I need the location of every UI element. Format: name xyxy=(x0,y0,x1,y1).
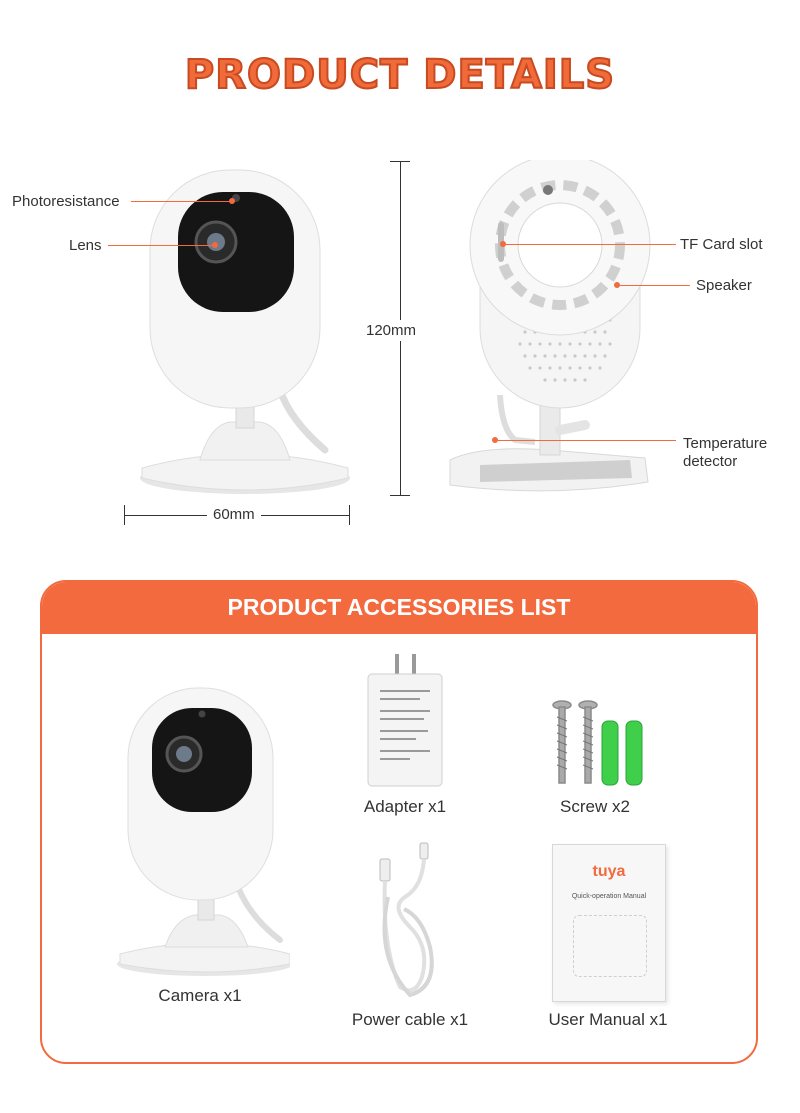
adapter-image xyxy=(367,654,443,787)
photoresistance-leader xyxy=(131,201,231,202)
accessories-header xyxy=(42,582,756,634)
camera-accessory-image xyxy=(117,687,290,976)
temperature-detector-label-line2: detector xyxy=(683,453,738,470)
lens-leader xyxy=(108,245,214,246)
manual-subtitle: Quick-operation Manual xyxy=(571,893,647,900)
accessories-panel: PRODUCT ACCESSORIES LIST Camera x1 Adapt… xyxy=(40,580,758,1064)
camera-back-image xyxy=(449,160,651,492)
temperature-detector-dot xyxy=(492,437,498,443)
temperature-detector-label-line1: Temperature xyxy=(683,435,768,452)
speaker-label: Speaker xyxy=(696,277,752,294)
photoresistance-dot xyxy=(229,198,235,204)
tf-card-slot-label: TF Card slot xyxy=(680,236,763,253)
tf-card-slot-dot xyxy=(500,241,506,247)
adapter-label: Adapter x1 xyxy=(363,797,447,816)
power-cable-image xyxy=(379,842,434,998)
height-dimension-label: 120mm xyxy=(366,320,417,341)
user-manual-image: tuya Quick-operation Manual xyxy=(552,844,666,1002)
camera-front-image xyxy=(140,169,350,494)
manual-brand-logo: tuya xyxy=(592,863,626,880)
lens-dot xyxy=(212,242,218,248)
width-dimension-cap-right xyxy=(349,505,350,525)
speaker-leader xyxy=(620,285,690,286)
screws-image xyxy=(552,700,643,786)
height-dimension-cap-bottom xyxy=(390,495,410,496)
tf-card-slot-leader xyxy=(506,244,676,245)
lens-label: Lens xyxy=(69,237,102,254)
user-manual-label: User Manual x1 xyxy=(548,1010,668,1029)
page-title: PRODUCT DETAILS xyxy=(184,51,616,99)
height-dimension-cap-top xyxy=(390,161,410,162)
camera-accessory-label: Camera x1 xyxy=(158,986,242,1005)
manual-illustration xyxy=(573,915,647,977)
screws-label: Screw x2 xyxy=(560,797,630,816)
temperature-detector-leader xyxy=(498,440,676,441)
width-dimension-cap-left xyxy=(124,505,125,525)
accessories-title: PRODUCT ACCESSORIES LIST xyxy=(227,594,571,620)
power-cable-label: Power cable x1 xyxy=(351,1010,469,1029)
speaker-dot xyxy=(614,282,620,288)
photoresistance-label: Photoresistance xyxy=(12,193,120,210)
width-dimension-label: 60mm xyxy=(207,506,261,523)
